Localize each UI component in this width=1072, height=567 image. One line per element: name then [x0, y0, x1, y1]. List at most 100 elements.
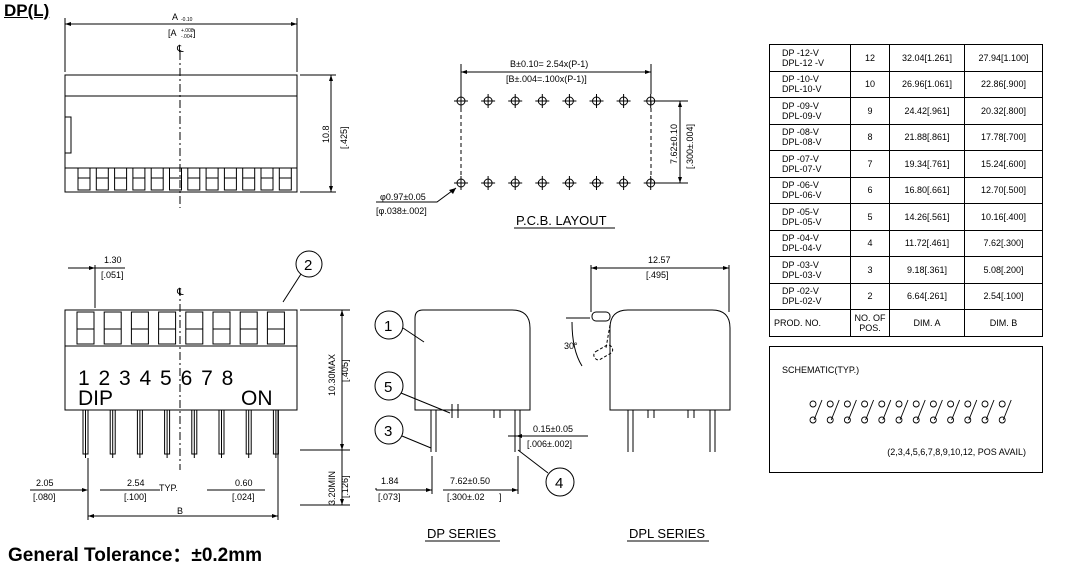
actuator-slot [212, 311, 231, 345]
cell-pos: 10 [850, 70, 890, 98]
pitch-mm: 1.30 [104, 255, 122, 265]
callout-4: 4 [555, 475, 563, 492]
cell-pos: 7 [850, 150, 890, 178]
switch-lever [985, 399, 995, 421]
switch-lever [899, 399, 909, 421]
switch-contact-top [912, 400, 920, 408]
switch-contact-top [998, 400, 1006, 408]
front-height-mm: 10.30MAX [327, 354, 337, 396]
header-dim-a: DIM. A [889, 309, 965, 337]
schematic-box: SCHEMATIC(TYP.) (2,3,4,5,6,7,8,9,10,12, … [769, 346, 1043, 473]
switch-contact-bottom [998, 416, 1006, 424]
dp-series-body [414, 309, 531, 411]
cell-pos: 6 [850, 176, 890, 204]
top-slot [242, 167, 256, 191]
actuator-slot [158, 311, 177, 345]
cell-dim-b: 5.08[.200] [964, 256, 1043, 284]
switch-contact-bottom [981, 416, 989, 424]
pin-length-mm: 3.20MIN [327, 471, 337, 505]
cell-dim-a: 19.34[.761] [889, 150, 965, 178]
switch-contact-bottom [912, 416, 920, 424]
top-slot [260, 167, 274, 191]
dpl-series-body [609, 309, 731, 411]
schematic-switches [809, 399, 1012, 424]
switch-contact-top [843, 400, 851, 408]
header-prod: PROD. NO. [769, 309, 851, 337]
pcb-hole-mm: φ0.97±0.05 [380, 192, 426, 202]
general-tolerance: General Tolerance：±0.2mm [8, 545, 263, 566]
switch-lever [916, 399, 926, 421]
switch-contact-top [809, 400, 817, 408]
edge-mm: 2.05 [36, 478, 54, 488]
cell-pos: 9 [850, 97, 890, 125]
callout-2-circle [295, 250, 323, 278]
schematic-note: (2,3,4,5,6,7,8,9,10,12, POS AVAIL) [887, 447, 1026, 457]
callout-3: 3 [384, 423, 392, 440]
cell-dim-a: 14.26[.561] [889, 203, 965, 231]
cell-dim-a: 21.88[.861] [889, 123, 965, 151]
switch-lever [865, 399, 875, 421]
callout-5: 5 [384, 379, 392, 396]
actuator-slot [76, 311, 95, 345]
actuator-slot [185, 311, 204, 345]
switch-contact-top [895, 400, 903, 408]
top-slot [95, 167, 109, 191]
dpl-width-in: [.495] [646, 270, 669, 280]
front-view-body [64, 309, 298, 411]
schematic-title: SCHEMATIC(TYP.) [782, 365, 860, 375]
switch-contact-bottom [809, 416, 817, 424]
dim-a-tol: -0.10 [181, 17, 193, 23]
top-slot [205, 167, 219, 191]
thickness-mm: 0.15±0.05 [533, 424, 573, 434]
switch-lever [951, 399, 961, 421]
top-slot [278, 167, 292, 191]
front-view-pins [82, 409, 279, 458]
switch-contact-top [861, 400, 869, 408]
cell-dim-b: 27.94[1.100] [964, 44, 1043, 72]
callout-1: 1 [384, 318, 392, 335]
switch-contact-bottom [929, 416, 937, 424]
switch-contact-bottom [964, 416, 972, 424]
switch-contact-bottom [843, 416, 851, 424]
switch-contact-bottom [947, 416, 955, 424]
dim-b-label: B [177, 506, 183, 516]
cell-dim-b: 2.54[.100] [964, 282, 1043, 310]
drawing-title: DP(L) [4, 1, 50, 20]
cell-pos: 12 [850, 44, 890, 72]
switch-contact-bottom [895, 416, 903, 424]
switch-contact-bottom [826, 416, 834, 424]
offset-mm: 1.84 [381, 476, 399, 486]
cell-pos: 2 [850, 282, 890, 310]
cell-dim-b: 10.16[.400] [964, 203, 1043, 231]
cell-dim-a: 26.96[1.061] [889, 70, 965, 98]
pcb-caption: P.C.B. LAYOUT [516, 213, 607, 228]
front-centerline-mark: ℄ [176, 287, 184, 298]
typ-pitch-in: [.100] [124, 492, 147, 502]
row-spacing-in-end: ] [499, 492, 502, 502]
thickness-in: [.006±.002] [527, 439, 572, 449]
pcb-hole-in: [φ.038±.002] [376, 206, 427, 216]
pcb-holes [454, 94, 658, 190]
header-dim-b: DIM. B [964, 309, 1043, 337]
